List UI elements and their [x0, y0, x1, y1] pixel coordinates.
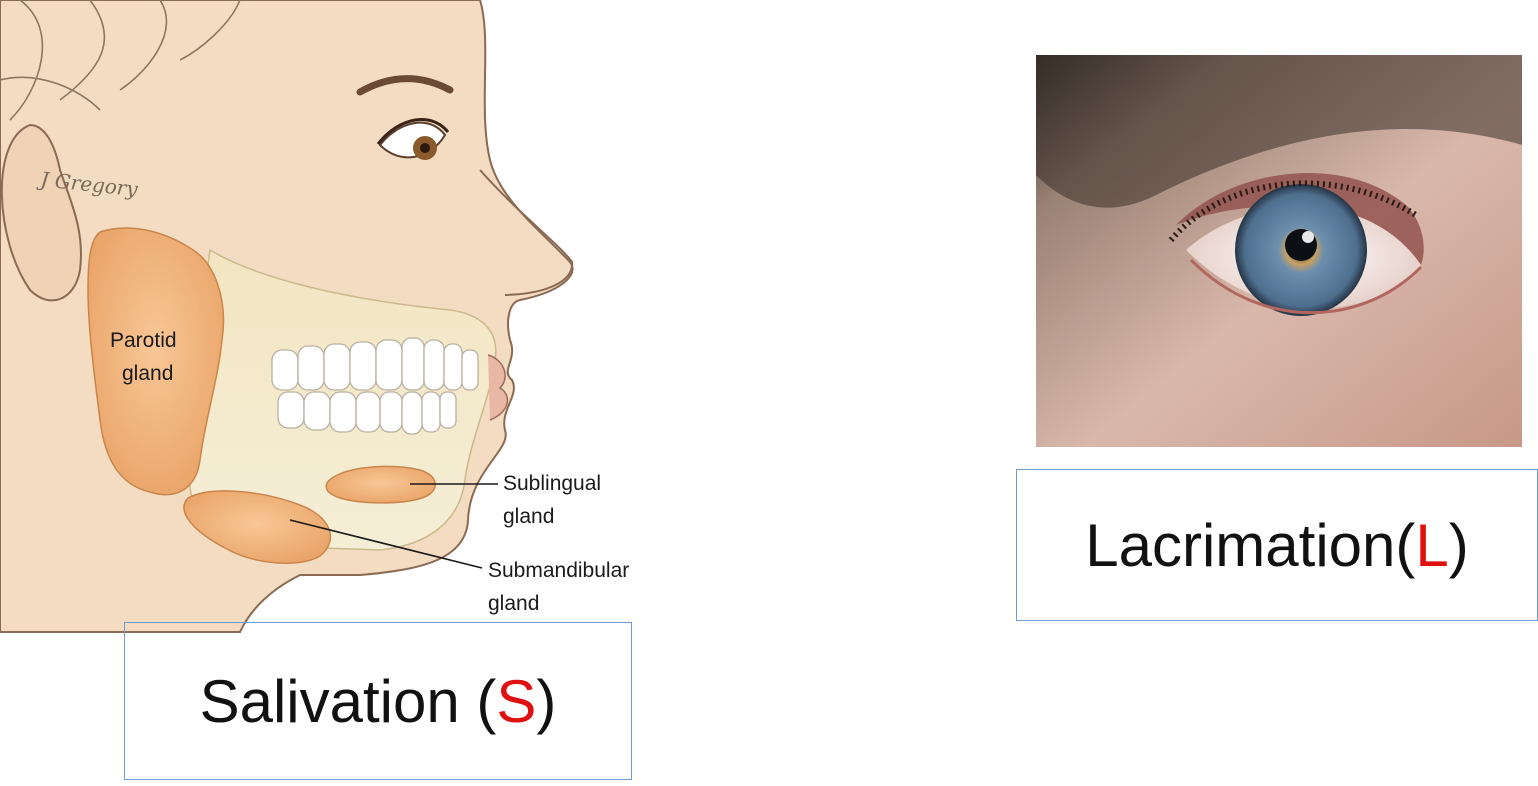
parotid-gland — [87, 227, 225, 496]
ear — [0, 123, 82, 302]
lacrimation-letter: L — [1415, 511, 1449, 579]
sublingual-gland — [325, 465, 436, 504]
photo-lower-lid — [1189, 258, 1423, 315]
sublingual-label-line-2: gland — [503, 505, 554, 528]
photo-brow-shadow — [1036, 55, 1522, 208]
parotid-label-line-2: gland — [122, 362, 173, 385]
nose — [479, 169, 574, 296]
photo-highlight — [1302, 231, 1314, 243]
lacrimation-word: Lacrimation( — [1085, 511, 1416, 579]
lips — [487, 354, 509, 421]
hair-lines — [0, 0, 241, 121]
submandibular-label-line-1: Submandibular — [488, 559, 629, 582]
salivary-glands-illustration: J Gregory Parotid gland Sublingual gland… — [0, 0, 635, 633]
eyebrow — [356, 75, 454, 96]
sublingual-label: Sublingual gland — [503, 472, 607, 528]
salivation-word: Salivation ( — [199, 667, 497, 735]
lacrimation-label-box: Lacrimation(L) — [1016, 469, 1538, 621]
salivation-close-paren: ) — [536, 667, 557, 735]
sublingual-label-line-1: Sublingual — [503, 472, 601, 495]
salivation-letter: S — [496, 667, 537, 735]
submandibular-gland — [183, 490, 331, 564]
photo-upper-lid — [1176, 172, 1424, 265]
teeth — [271, 337, 479, 435]
salivation-label-box: Salivation (S) — [124, 622, 632, 780]
parotid-label-line-1: Parotid — [110, 329, 177, 352]
parotid-label: Parotid gland — [110, 329, 182, 385]
lacrimation-close-paren: ) — [1448, 511, 1469, 579]
eye-photo — [1036, 55, 1522, 447]
submandibular-label-line-2: gland — [488, 592, 539, 615]
submandibular-label: Submandibular gland — [488, 559, 635, 615]
eye — [376, 118, 450, 160]
submandibular-leader-line — [289, 519, 483, 569]
